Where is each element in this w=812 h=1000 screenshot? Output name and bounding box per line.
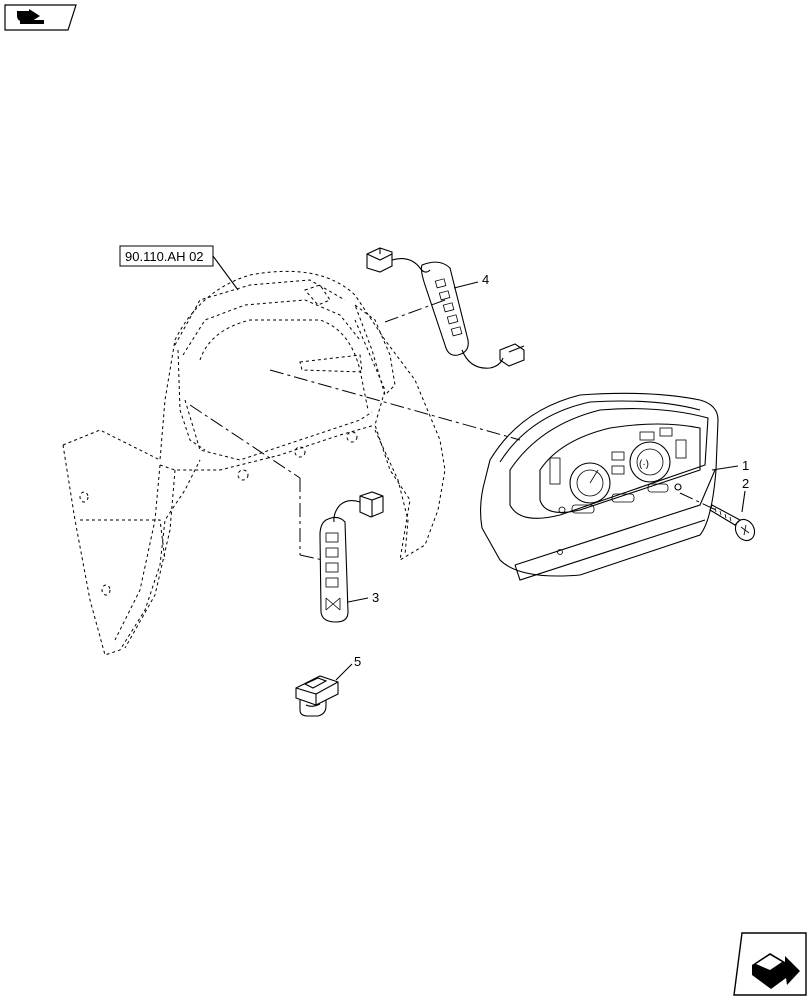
callout-4: 4: [482, 272, 489, 287]
callout-5: 5: [354, 654, 361, 669]
switch-panel-lower: 3: [319, 491, 384, 623]
screw: 2: [709, 476, 756, 542]
page-forward-arrow-icon[interactable]: [733, 932, 807, 996]
clip: 5: [295, 654, 361, 717]
callout-3: 3: [372, 590, 379, 605]
dashboard-housing: [62, 270, 446, 656]
callout-1: 1: [742, 458, 749, 473]
switch-panel-upper: 4: [366, 247, 525, 369]
svg-text:(·): (·): [639, 459, 649, 470]
instrument-cluster: (·) 1: [479, 392, 749, 581]
page-back-arrow-icon[interactable]: [4, 4, 77, 31]
callout-2: 2: [742, 476, 749, 491]
reference-label-text: 90.110.AH 02: [125, 249, 204, 264]
reference-label[interactable]: 90.110.AH 02: [119, 245, 239, 291]
assembly-lines: [189, 299, 717, 561]
